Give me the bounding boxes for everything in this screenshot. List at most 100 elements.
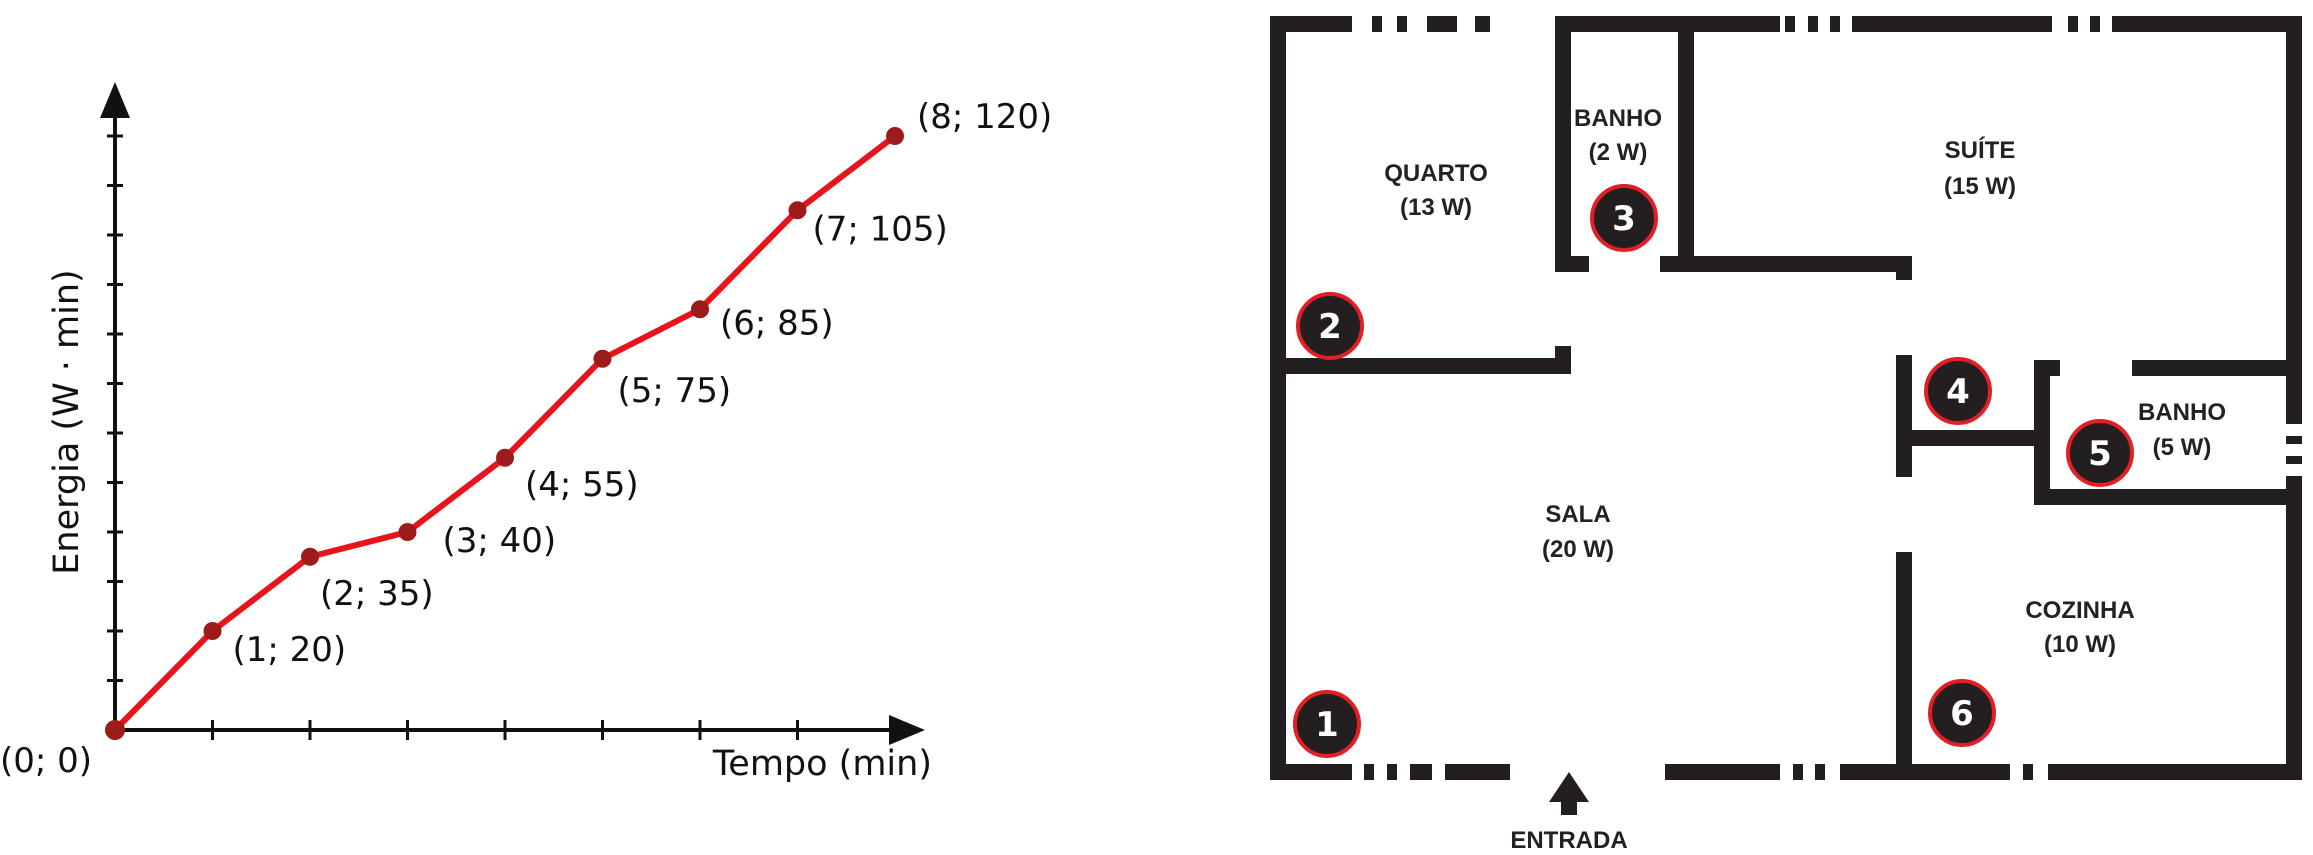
wall-left [1270, 16, 1286, 780]
wall-banho-suite [1678, 16, 1694, 272]
wall-bottom-dash [1815, 764, 1825, 780]
wall-right-dash [2286, 436, 2302, 444]
svg-text:5: 5 [2088, 434, 2112, 474]
wall-hall [1896, 355, 1912, 477]
wall-stub [1555, 256, 1589, 272]
wall-banho-cozinha [2034, 489, 2302, 505]
y-ticks [107, 134, 123, 682]
data-points [105, 127, 904, 740]
data-label: (2; 35) [320, 574, 434, 614]
wall-quarto-sala [1270, 358, 1570, 374]
room-power-suite: (15 W) [1944, 173, 2016, 200]
wall-top [1852, 16, 2052, 32]
data-label: (7; 105) [813, 209, 948, 249]
data-label: (6; 85) [720, 303, 834, 343]
data-label: (4; 55) [525, 465, 639, 505]
x-axis-arrow [889, 715, 925, 745]
room-name-banho-top: BANHO [1574, 105, 1662, 132]
marker-3: 3 [1590, 184, 1658, 252]
data-label: (1; 20) [233, 630, 347, 670]
wall-stub [2034, 360, 2060, 376]
data-point [593, 349, 612, 368]
wall-bottom [1840, 764, 2010, 780]
svg-text:1: 1 [1315, 705, 1339, 745]
wall-top [1640, 16, 1655, 32]
wall-bottom-dash [1364, 764, 1374, 780]
wall-bottom [1665, 764, 1780, 780]
y-axis-label: Energia (W · min) [47, 269, 87, 574]
data-label: (0; 0) [0, 741, 92, 781]
wall-stub [1896, 256, 1912, 280]
wall-top [1427, 16, 1457, 32]
wall-bottom-dash [2023, 764, 2033, 780]
data-point [788, 201, 807, 220]
room-power-sala: (20 W) [1542, 536, 1614, 563]
wall-top [1270, 16, 1352, 32]
x-ticks [211, 720, 897, 740]
wall-right [2286, 476, 2302, 780]
wall-bottom-dash [1793, 764, 1803, 780]
wall-bottom [1410, 764, 1432, 780]
wall-bottom [1270, 764, 1352, 780]
wall-hall-bottom [1896, 430, 2034, 446]
position-markers: 1 2 3 4 5 6 [1293, 184, 2134, 758]
wall-top-dash [2068, 16, 2078, 32]
wall-bottom [1445, 764, 1510, 780]
wall-top [1560, 16, 1685, 32]
data-point [301, 547, 319, 566]
data-label: (5; 75) [618, 371, 732, 411]
wall-top-dash [1785, 16, 1795, 32]
room-name-sala: SALA [1545, 501, 1610, 528]
y-axis-arrow [100, 82, 130, 118]
marker-5: 5 [2066, 419, 2134, 487]
data-point-labels: (0; 0)(1; 20)(2; 35)(3; 40)(4; 55)(5; 75… [0, 97, 1052, 781]
wall-bottom-dash [1387, 764, 1397, 780]
data-label: (8; 120) [917, 97, 1052, 137]
room-power-banho-right: (5 W) [2153, 434, 2212, 461]
room-power-banho-top: (2 W) [1589, 139, 1648, 166]
wall-top [1475, 16, 1490, 32]
marker-1: 1 [1293, 690, 1361, 758]
wall-suite-bottom [1660, 256, 1912, 272]
data-point [886, 127, 904, 145]
room-name-cozinha: COZINHA [2025, 597, 2134, 624]
wall-top-dash [1372, 16, 1382, 32]
svg-text:2: 2 [1318, 307, 1342, 347]
wall-stub [1555, 346, 1571, 374]
wall-top-dash [2090, 16, 2100, 32]
data-point [496, 448, 514, 467]
x-axis-label: Tempo (min) [712, 744, 932, 784]
room-name-quarto: QUARTO [1384, 160, 1488, 187]
room-power-quarto: (13 W) [1400, 194, 1472, 221]
wall-top [1688, 16, 1780, 32]
data-point [398, 523, 417, 541]
wall-right [2286, 16, 2302, 424]
wall-sala-cozinha [1896, 552, 1912, 780]
room-name-suite: SUÍTE [1945, 136, 2016, 164]
floor-plan: ENTRADA QUARTO (13 W) BANHO (2 W) SUÍTE … [1270, 16, 2302, 854]
room-power-cozinha: (10 W) [2044, 631, 2116, 658]
graph-axes [100, 82, 925, 745]
wall-top-dash [1808, 16, 1818, 32]
wall-right-dash [2286, 456, 2302, 464]
wall-bottom [2048, 764, 2302, 780]
data-point [203, 622, 222, 640]
wall-top [2112, 16, 2302, 32]
marker-6: 6 [1928, 679, 1996, 747]
energy-time-graph: Tempo (min) Energia (W · min) (0; 0) (1; … [0, 82, 1052, 784]
walls [1270, 16, 2302, 780]
wall-quarto-banho [1555, 16, 1571, 272]
data-point [691, 300, 709, 319]
marker-4: 4 [1924, 357, 1992, 425]
room-name-banho-right: BANHO [2138, 399, 2226, 426]
wall-suite-banho [2132, 360, 2302, 376]
marker-2: 2 [1296, 292, 1364, 360]
wall-hall-right [2034, 360, 2050, 505]
entrance-label: ENTRADA [1510, 827, 1627, 854]
svg-text:4: 4 [1946, 372, 1970, 412]
entrance-arrow-icon [1549, 772, 1589, 815]
wall-top-dash [1397, 16, 1407, 32]
wall-top-dash [1830, 16, 1840, 32]
data-point [105, 720, 125, 740]
